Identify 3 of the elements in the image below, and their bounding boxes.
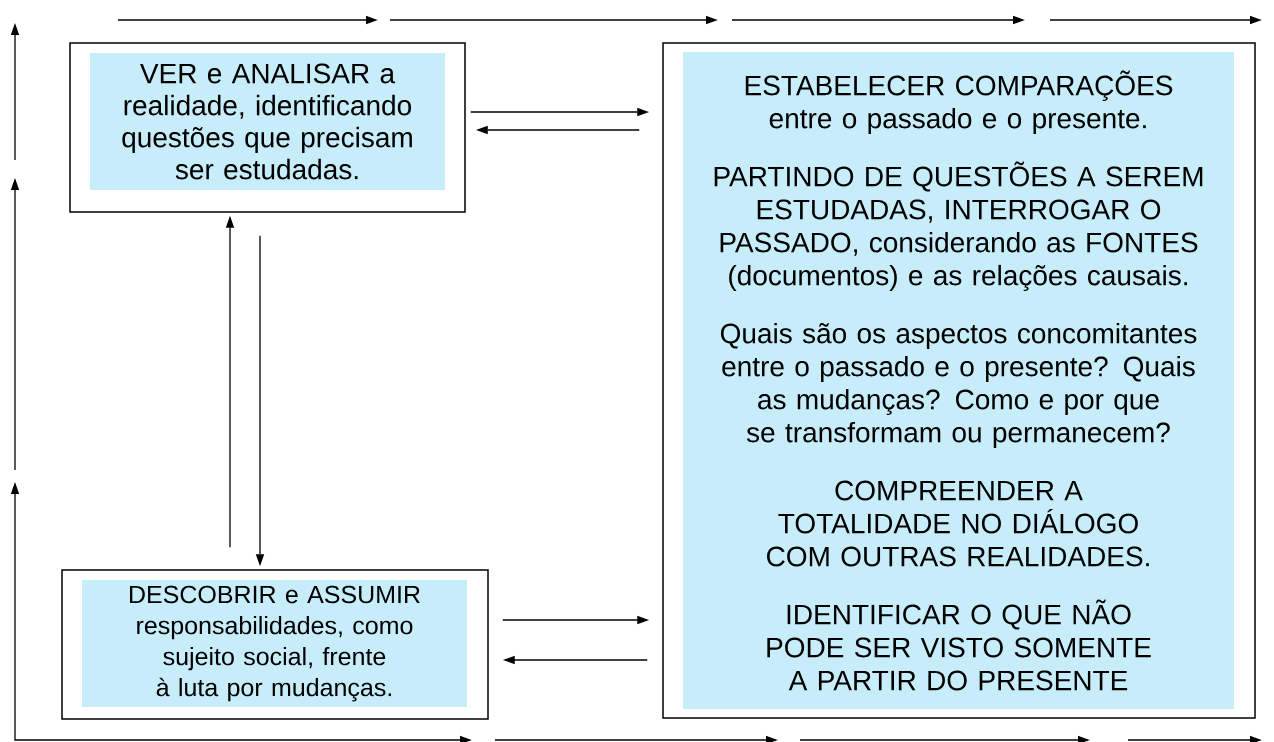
process-box: VER e ANALISAR a realidade, identificando questões que precisam ser estudadas. xyxy=(69,42,466,213)
process-box: DESCOBRIR e ASSUMIR responsabilidades, como sujeito social, frente à luta por mudanças. xyxy=(61,569,489,720)
process-box: ESTABELECER COMPARAÇÕES entre o passado e o presente. PARTINDO DE QUESTÕES A SEREM ESTUDADAS, INTERROGAR O PASSADO, considerando as FONTES (documentos) e as relações causais. Quais são os aspectos concomitantes entre o passado e o presente? Quais as mudanças? Como e por que se transformam ou permanecem? COMPREENDER A TOTALIDADE NO DIÁLOGO COM OUTRAS REALIDADES. IDENTIFICAR O QUE NÃO PODE SER VISTO SOMENTE A PARTIR DO PRESENTE xyxy=(662,42,1256,719)
